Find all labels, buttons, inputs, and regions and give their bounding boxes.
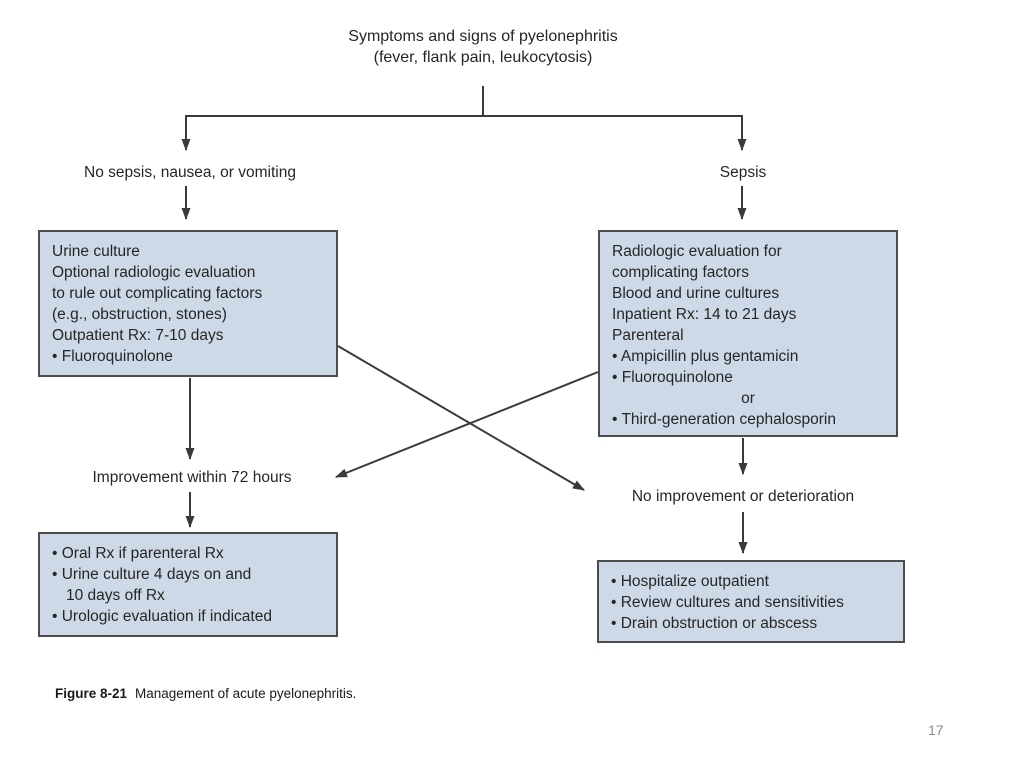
box-line: • Urologic evaluation if indicated: [52, 608, 272, 625]
page-number: 17: [928, 722, 944, 738]
box-line: 10 days off Rx: [66, 587, 165, 604]
right-treatment-box: Radiologic evaluation for complicating f…: [598, 230, 898, 437]
box-line: complicating factors: [612, 264, 749, 281]
box-line: • Hospitalize outpatient: [611, 573, 769, 590]
right-outcome-label: No improvement or deterioration: [631, 488, 855, 505]
box-line: to rule out complicating factors: [52, 285, 263, 302]
box-line: Radiologic evaluation for: [612, 243, 782, 260]
left-treatment-box: Urine culture Optional radiologic evalua…: [38, 230, 338, 377]
box-line: Blood and urine cultures: [612, 285, 780, 302]
box-line: • Urine culture 4 days on and: [52, 566, 252, 583]
figure-caption-label: Figure 8-21: [55, 686, 128, 701]
box-line: Optional radiologic evaluation: [52, 264, 256, 281]
box-line: Inpatient Rx: 14 to 21 days: [612, 306, 797, 323]
left-branch-label: No sepsis, nausea, or vomiting: [84, 164, 296, 181]
box-line: (e.g., obstruction, stones): [52, 306, 227, 323]
figure-caption-text: Management of acute pyelonephritis.: [135, 686, 357, 701]
box-line: or: [741, 390, 755, 407]
box-line: • Fluoroquinolone: [612, 369, 733, 386]
box-line: Urine culture: [52, 243, 140, 260]
box-line: • Oral Rx if parenteral Rx: [52, 545, 224, 562]
box-line: • Third-generation cephalosporin: [612, 411, 837, 428]
box-line: • Ampicillin plus gentamicin: [612, 348, 799, 365]
arrow-rightbox-to-improvement-diagonal: [335, 371, 599, 478]
figure-caption: Figure 8-21 Management of acute pyeloneph…: [55, 686, 356, 701]
left-outcome-label: Improvement within 72 hours: [92, 469, 292, 486]
box-line: • Fluoroquinolone: [52, 348, 173, 365]
flowchart-title-line1: Symptoms and signs of pyelonephritis: [348, 28, 618, 45]
box-line: • Review cultures and sensitivities: [611, 594, 844, 611]
box-line: Parenteral: [612, 327, 684, 344]
arrow-leftbox-to-noimprovement-diagonal: [337, 345, 585, 491]
left-followup-box: • Oral Rx if parenteral Rx • Urine cultu…: [38, 532, 338, 637]
box-line: Outpatient Rx: 7-10 days: [52, 327, 224, 344]
right-branch-label: Sepsis: [719, 164, 767, 181]
flowchart-title-line2: (fever, flank pain, leukocytosis): [373, 49, 593, 66]
box-line: • Drain obstruction or abscess: [611, 615, 818, 632]
flowchart-title: Symptoms and signs of pyelonephritis (fe…: [263, 26, 703, 68]
right-followup-box: • Hospitalize outpatient • Review cultur…: [597, 560, 905, 643]
